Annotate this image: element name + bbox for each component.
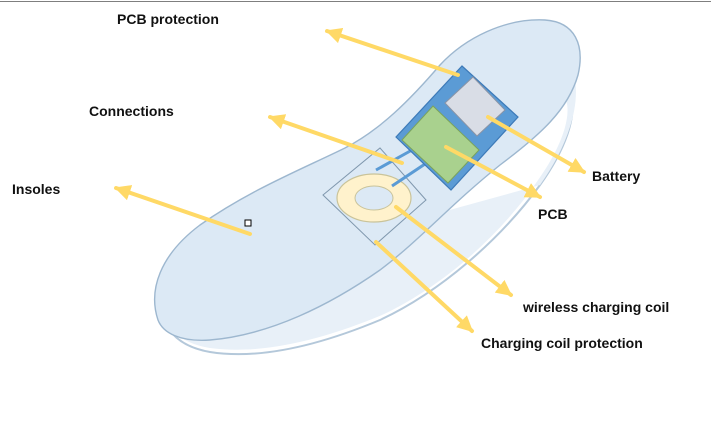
insoles-pointer — [114, 185, 252, 236]
pcb-protection-label: PCB protection — [117, 11, 219, 27]
pcb-label: PCB — [538, 206, 568, 222]
pcb-pointer — [444, 145, 542, 199]
wireless-charging-coil-pointer — [394, 205, 513, 297]
insole-marker-square — [244, 219, 252, 227]
pcb-board — [401, 105, 480, 184]
insoles-label: Insoles — [12, 181, 61, 197]
pcb-protection-pointer — [325, 28, 460, 77]
battery-block — [444, 76, 506, 137]
charging-coil-protection-pointer — [374, 240, 474, 333]
insole-side-edge — [158, 94, 574, 356]
battery-label: Battery — [592, 168, 641, 184]
wireless-charging-coil-label: wireless charging coil — [523, 299, 670, 315]
battery-pointer — [486, 115, 586, 174]
pointer-arrows — [114, 28, 586, 333]
charging-coil-protection-label: Charging coil protection — [481, 335, 643, 351]
connections-label: Connections — [89, 103, 174, 119]
connections-pointer — [268, 114, 404, 165]
wireless-charging-coil-center — [354, 185, 394, 211]
connection-line-2 — [391, 162, 426, 188]
